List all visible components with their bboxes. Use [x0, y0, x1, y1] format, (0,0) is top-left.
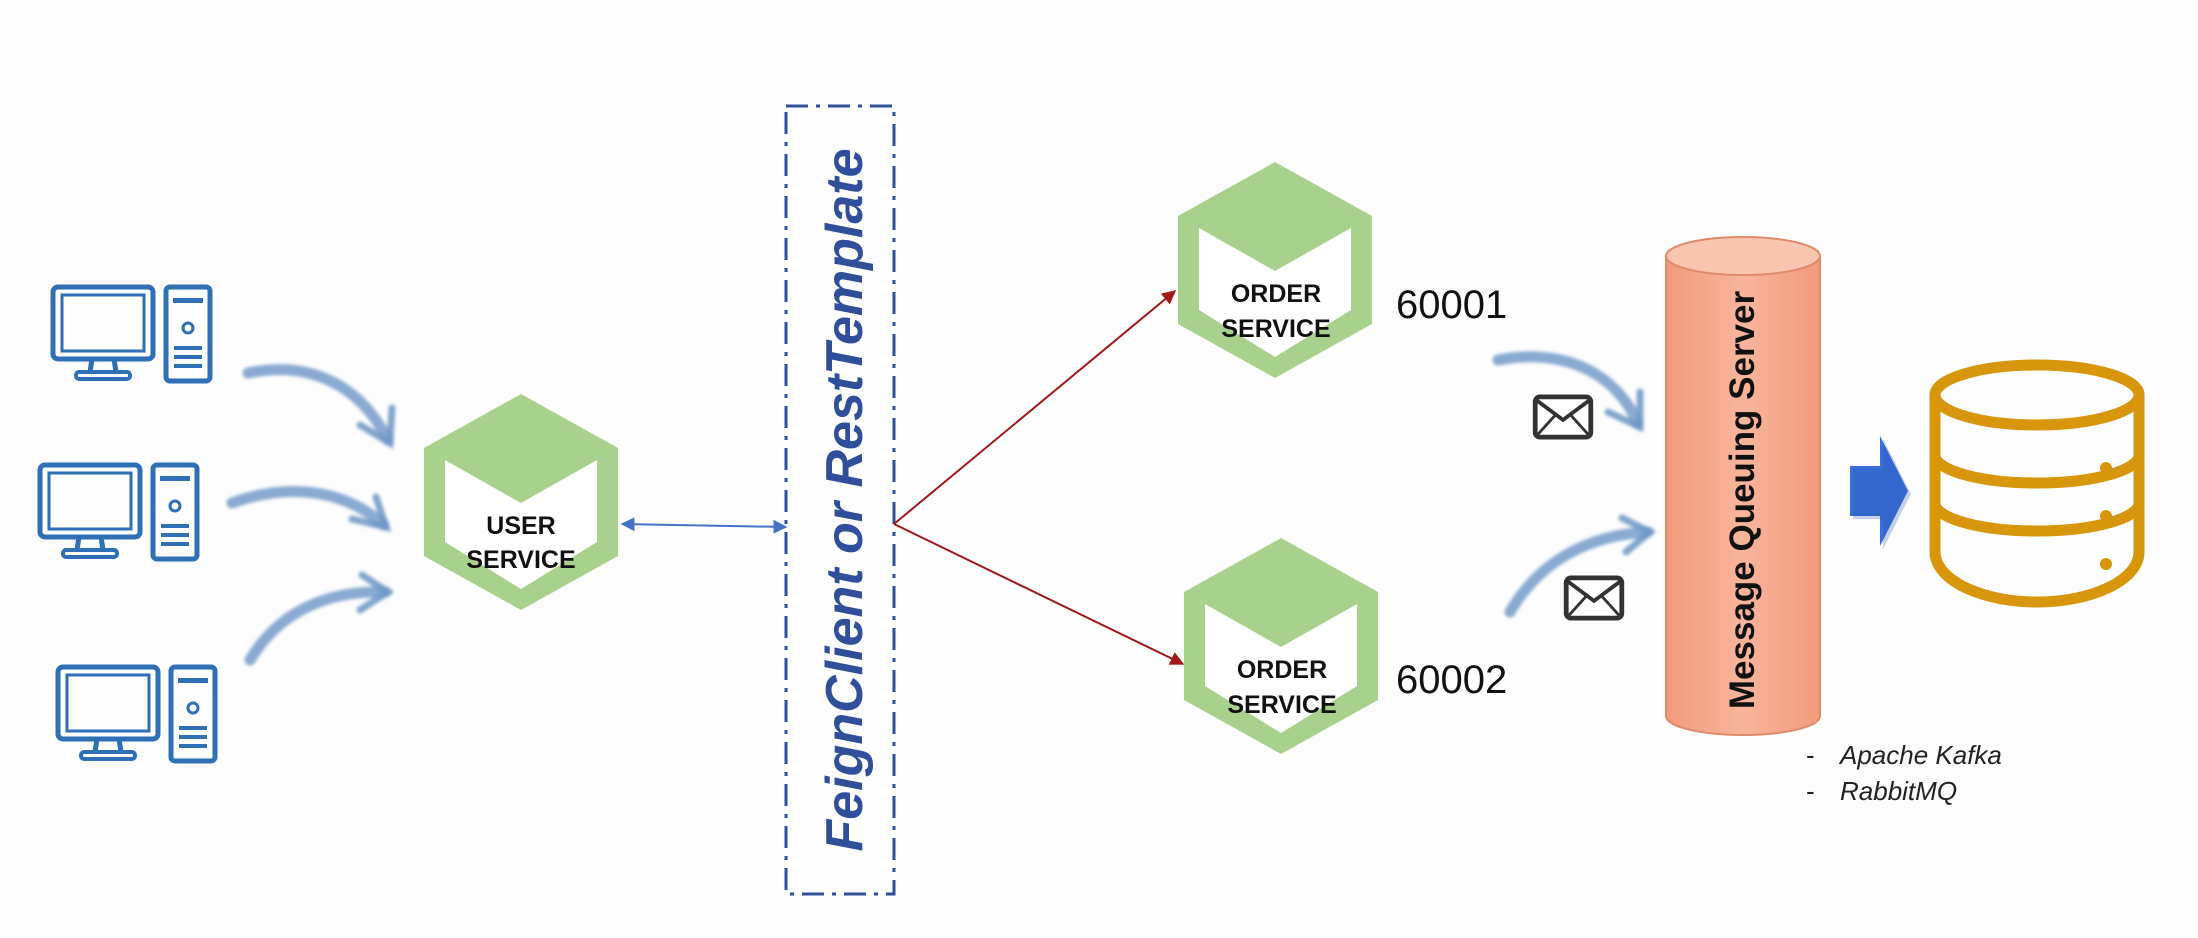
gateway-order2-link — [893, 523, 1185, 665]
order-service-label-line2: SERVICE — [1227, 691, 1336, 719]
desktop-computer-icon — [58, 667, 215, 761]
gateway-border — [784, 104, 896, 896]
broker-bullet: - — [1806, 740, 1815, 770]
broker-list: - Apache Kafka - RabbitMQ — [1806, 740, 2002, 806]
brush-arrow — [1492, 351, 1644, 433]
gateway-order1-link — [893, 290, 1177, 525]
desktop-computer-icon — [40, 465, 197, 559]
client-computers — [40, 287, 215, 761]
brush-arrow — [244, 571, 395, 666]
message-arrows — [1492, 351, 1657, 618]
order-service-node-1: ORDER SERVICE 60001 — [1178, 162, 1507, 378]
brush-arrow — [242, 364, 396, 449]
order-service-label-line1: ORDER — [1231, 280, 1321, 308]
user-service-label-line1: USER — [486, 512, 555, 540]
blue-arrow-icon — [1850, 436, 1911, 549]
user-service-label-line2: SERVICE — [466, 546, 575, 574]
client-request-arrows — [226, 364, 396, 666]
order-service-label-line2: SERVICE — [1221, 315, 1330, 343]
cylinder-body — [1665, 255, 1821, 736]
envelope-icon — [1566, 578, 1622, 618]
hexagon-icon — [1184, 538, 1378, 754]
message-queue-server: Message Queuing Server — [1665, 236, 1821, 736]
brush-arrow — [226, 486, 392, 532]
envelope-icon — [1535, 397, 1591, 437]
broker-name: RabbitMQ — [1840, 776, 1957, 806]
order-service-port: 60001 — [1396, 283, 1507, 327]
hexagon-icon — [424, 394, 618, 610]
order-service-port: 60002 — [1396, 658, 1507, 702]
gateway-box: FeignClient or RestTemplate — [784, 104, 896, 896]
broker-bullet: - — [1806, 776, 1815, 806]
hexagon-icon — [1178, 162, 1372, 378]
cylinder-top — [1665, 236, 1821, 276]
desktop-computer-icon — [53, 287, 210, 381]
broker-name: Apache Kafka — [1838, 740, 2002, 770]
user-gateway-link — [620, 517, 788, 534]
database-icon — [1929, 359, 2145, 608]
brush-arrow — [1504, 514, 1657, 618]
queue-label: Message Queuing Server — [1723, 291, 1762, 710]
order-service-label-line1: ORDER — [1237, 656, 1327, 684]
gateway-label: FeignClient or RestTemplate — [816, 148, 874, 851]
order-service-node-2: ORDER SERVICE 60002 — [1184, 538, 1507, 754]
user-service-node: USER SERVICE — [424, 394, 618, 610]
